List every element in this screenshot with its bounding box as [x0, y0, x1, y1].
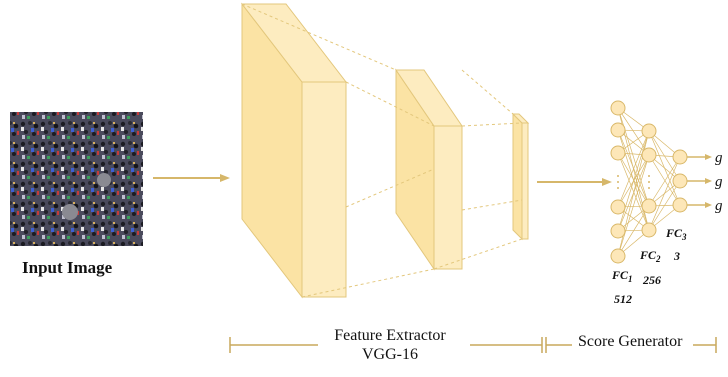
fc-connection [617, 130, 650, 208]
fc3-label: FC3 [666, 226, 687, 242]
fc3-neuron [672, 149, 688, 165]
score-generator-label: Score Generator [578, 333, 683, 351]
fc2-neuron [641, 147, 657, 163]
fc-connection [617, 107, 650, 207]
conv-block-3-front [521, 122, 529, 240]
conv-block-1-front [301, 81, 347, 298]
fc-connection [617, 152, 650, 207]
conv-block-3-side [512, 112, 523, 241]
fc2-neuron [641, 123, 657, 139]
fc2-label: FC2 [640, 248, 661, 264]
projection-line [301, 268, 435, 298]
projection-line [241, 3, 397, 71]
projection-line [345, 168, 435, 208]
fc-connection [617, 129, 650, 207]
fc1-neuron [610, 100, 626, 116]
ellipsis-dot [648, 187, 650, 189]
fc3-neuron [672, 197, 688, 213]
output-arrow-head [705, 178, 712, 184]
feature-extractor-label: Feature Extractor VGG-16 [320, 326, 460, 364]
fc-connection [617, 152, 650, 231]
output-g3: g [715, 198, 723, 214]
fc1-neuron [610, 145, 626, 161]
input-arrow-head [220, 174, 230, 182]
fc-connection [617, 154, 650, 257]
fc-connection [648, 156, 681, 231]
ellipsis-dot [648, 181, 650, 183]
input-image-label: Input Image [22, 258, 113, 277]
fc3-neuron [672, 173, 688, 189]
projection-line [461, 199, 523, 211]
conv-block-2-front [433, 125, 463, 270]
fc2-neuron [641, 198, 657, 214]
fc2-sub: 2 [656, 254, 661, 264]
fc-connection [617, 205, 650, 257]
fc1-name: FC [612, 268, 629, 282]
output-g1: g [715, 150, 723, 166]
input-image-ball [62, 204, 78, 220]
output-arrow-head [705, 154, 712, 160]
ellipsis-dot [617, 187, 619, 189]
fc1-neuron [610, 223, 626, 239]
ellipsis-dot [617, 181, 619, 183]
fc2-name: FC [640, 248, 657, 262]
feature-extractor-title: Feature Extractor [334, 327, 446, 344]
feature-extractor-subtitle: VGG-16 [362, 346, 418, 363]
input-image [10, 112, 143, 246]
fc-connection [617, 130, 650, 232]
fc2-neuron [641, 222, 657, 238]
projection-line [345, 81, 435, 127]
fc1-neuron [610, 199, 626, 215]
projection-line [461, 69, 514, 115]
fc-connection [648, 154, 681, 206]
output-g2: g [715, 174, 723, 190]
output-arrow-head [705, 202, 712, 208]
features-arrow-head [602, 178, 612, 186]
projection-line [461, 122, 523, 127]
fc3-size: 3 [674, 249, 680, 263]
fc1-sub: 1 [628, 274, 633, 284]
fc1-label: FC1 [612, 268, 633, 284]
fc3-name: FC [666, 226, 683, 240]
fc2-size: 256 [643, 273, 661, 287]
fc1-size: 512 [614, 292, 632, 306]
fc-connection [648, 156, 681, 207]
ellipsis-dot [617, 175, 619, 177]
ellipsis-dot [648, 175, 650, 177]
input-image-ball [97, 173, 111, 187]
fc-connection [648, 180, 681, 231]
fc3-sub: 3 [682, 232, 687, 242]
fc1-neuron [610, 122, 626, 138]
fc1-neuron [610, 248, 626, 264]
